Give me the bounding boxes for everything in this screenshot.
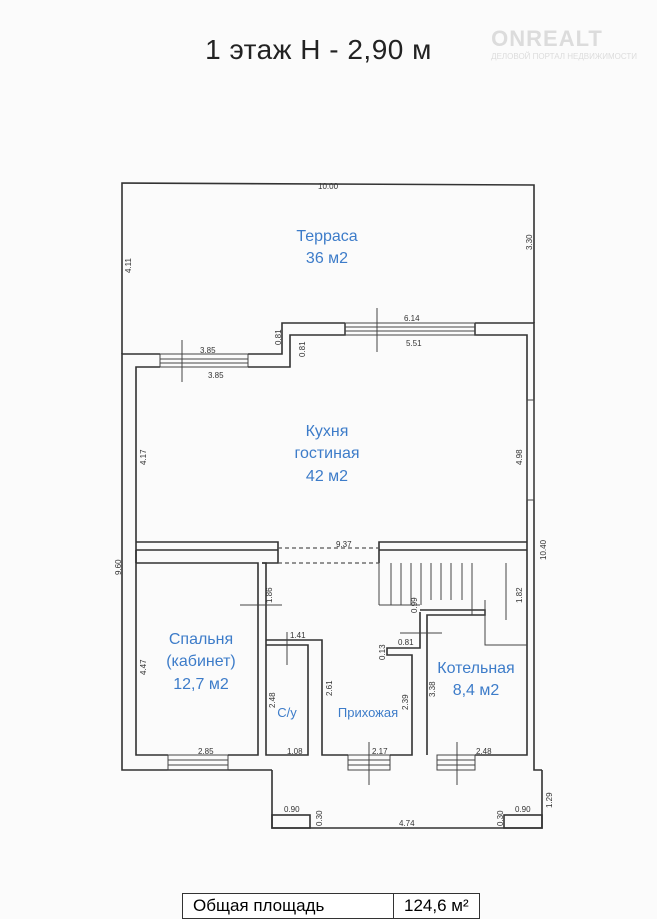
total-area-label: Общая площадь	[193, 896, 325, 915]
dimension-label: 10.40	[539, 539, 548, 560]
dimension-label: 0.90	[284, 805, 300, 814]
room-bedroom-name: Спальня	[169, 631, 233, 648]
room-kitchen-name2: гостиная	[294, 445, 359, 462]
dimension-label: 4.98	[515, 449, 524, 465]
dimension-labels: 10.00 4.11 3.30 6.14 5.51 0.81 0.81 3.85…	[114, 182, 554, 828]
room-terrace-area: 36 м2	[306, 250, 348, 267]
dimension-label: 3.85	[200, 346, 216, 355]
window	[526, 399, 535, 501]
wall	[248, 323, 346, 368]
window	[344, 308, 476, 352]
dimension-label: 0.90	[515, 805, 531, 814]
wall	[248, 322, 345, 355]
dimension-label: 3.38	[428, 681, 437, 697]
dimension-label: 0.30	[496, 810, 505, 826]
column	[503, 814, 543, 829]
porch-outline	[271, 770, 543, 829]
window	[159, 340, 249, 382]
stairs	[378, 563, 527, 646]
room-bedroom-name2: (кабинет)	[166, 653, 236, 670]
room-kitchen-name: Кухня	[306, 423, 349, 440]
dimension-label: 2.48	[268, 692, 277, 708]
dimension-label: 9.37	[336, 540, 352, 549]
dimension-label: 1.86	[265, 587, 274, 603]
total-area-table: Общая площадь 124,6 м²	[182, 893, 480, 919]
dimension-label: 0.13	[378, 644, 387, 660]
dimension-label: 4.11	[124, 257, 133, 273]
dimension-label: 1.08	[287, 747, 303, 756]
room-bath-name: С/у	[277, 705, 297, 720]
window	[436, 742, 476, 785]
room-kitchen-area: 42 м2	[306, 468, 348, 485]
dimension-label: 9.60	[114, 559, 123, 575]
dimension-label: 1.41	[290, 631, 306, 640]
terrace-outline	[121, 182, 535, 354]
dimension-label: 0.81	[274, 329, 283, 345]
dimension-label: 5.51	[406, 339, 422, 348]
dimension-label: 4.17	[139, 449, 148, 465]
dimension-label: 2.39	[401, 694, 410, 710]
dimension-label: 2.48	[476, 747, 492, 756]
room-boiler-area: 8,4 м2	[453, 682, 500, 699]
wall	[475, 322, 542, 771]
wall	[386, 612, 421, 756]
dimension-label: 0.81	[398, 638, 414, 647]
dimension-label: 4.74	[399, 819, 415, 828]
wall	[136, 541, 279, 564]
window	[167, 754, 229, 771]
wall	[378, 541, 527, 563]
dimension-label: 0.99	[410, 597, 419, 613]
dimension-label: 0.30	[315, 810, 324, 826]
dimension-label: 4.47	[139, 659, 148, 675]
wall	[262, 562, 267, 625]
dimension-label: 3.30	[525, 234, 534, 250]
bedroom-wall	[136, 562, 259, 756]
wall	[266, 639, 348, 756]
window	[347, 742, 391, 785]
room-boiler-name: Котельная	[437, 660, 514, 677]
column	[271, 814, 311, 829]
room-terrace-name: Терраса	[296, 228, 357, 245]
dimension-label: 2.61	[325, 680, 334, 696]
total-area-value: 124,6 м²	[393, 894, 479, 918]
dimension-label: 10.00	[318, 182, 339, 191]
dimension-label: 1.82	[515, 587, 524, 603]
outer-wall-inner	[135, 366, 168, 756]
room-hall-name: Прихожая	[338, 705, 398, 720]
room-bedroom-area: 12,7 м2	[173, 676, 229, 693]
dimension-label: 0.81	[298, 341, 307, 357]
dimension-label: 2.85	[198, 747, 214, 756]
floor-title: 1 этаж Н - 2,90 м	[205, 34, 432, 65]
dimension-label: 6.14	[404, 314, 420, 323]
dimension-label: 1.29	[545, 792, 554, 808]
outer-wall	[121, 353, 272, 771]
bath-wall	[265, 625, 309, 756]
dimension-label: 2.17	[372, 747, 388, 756]
dimension-label: 3.85	[208, 371, 224, 380]
